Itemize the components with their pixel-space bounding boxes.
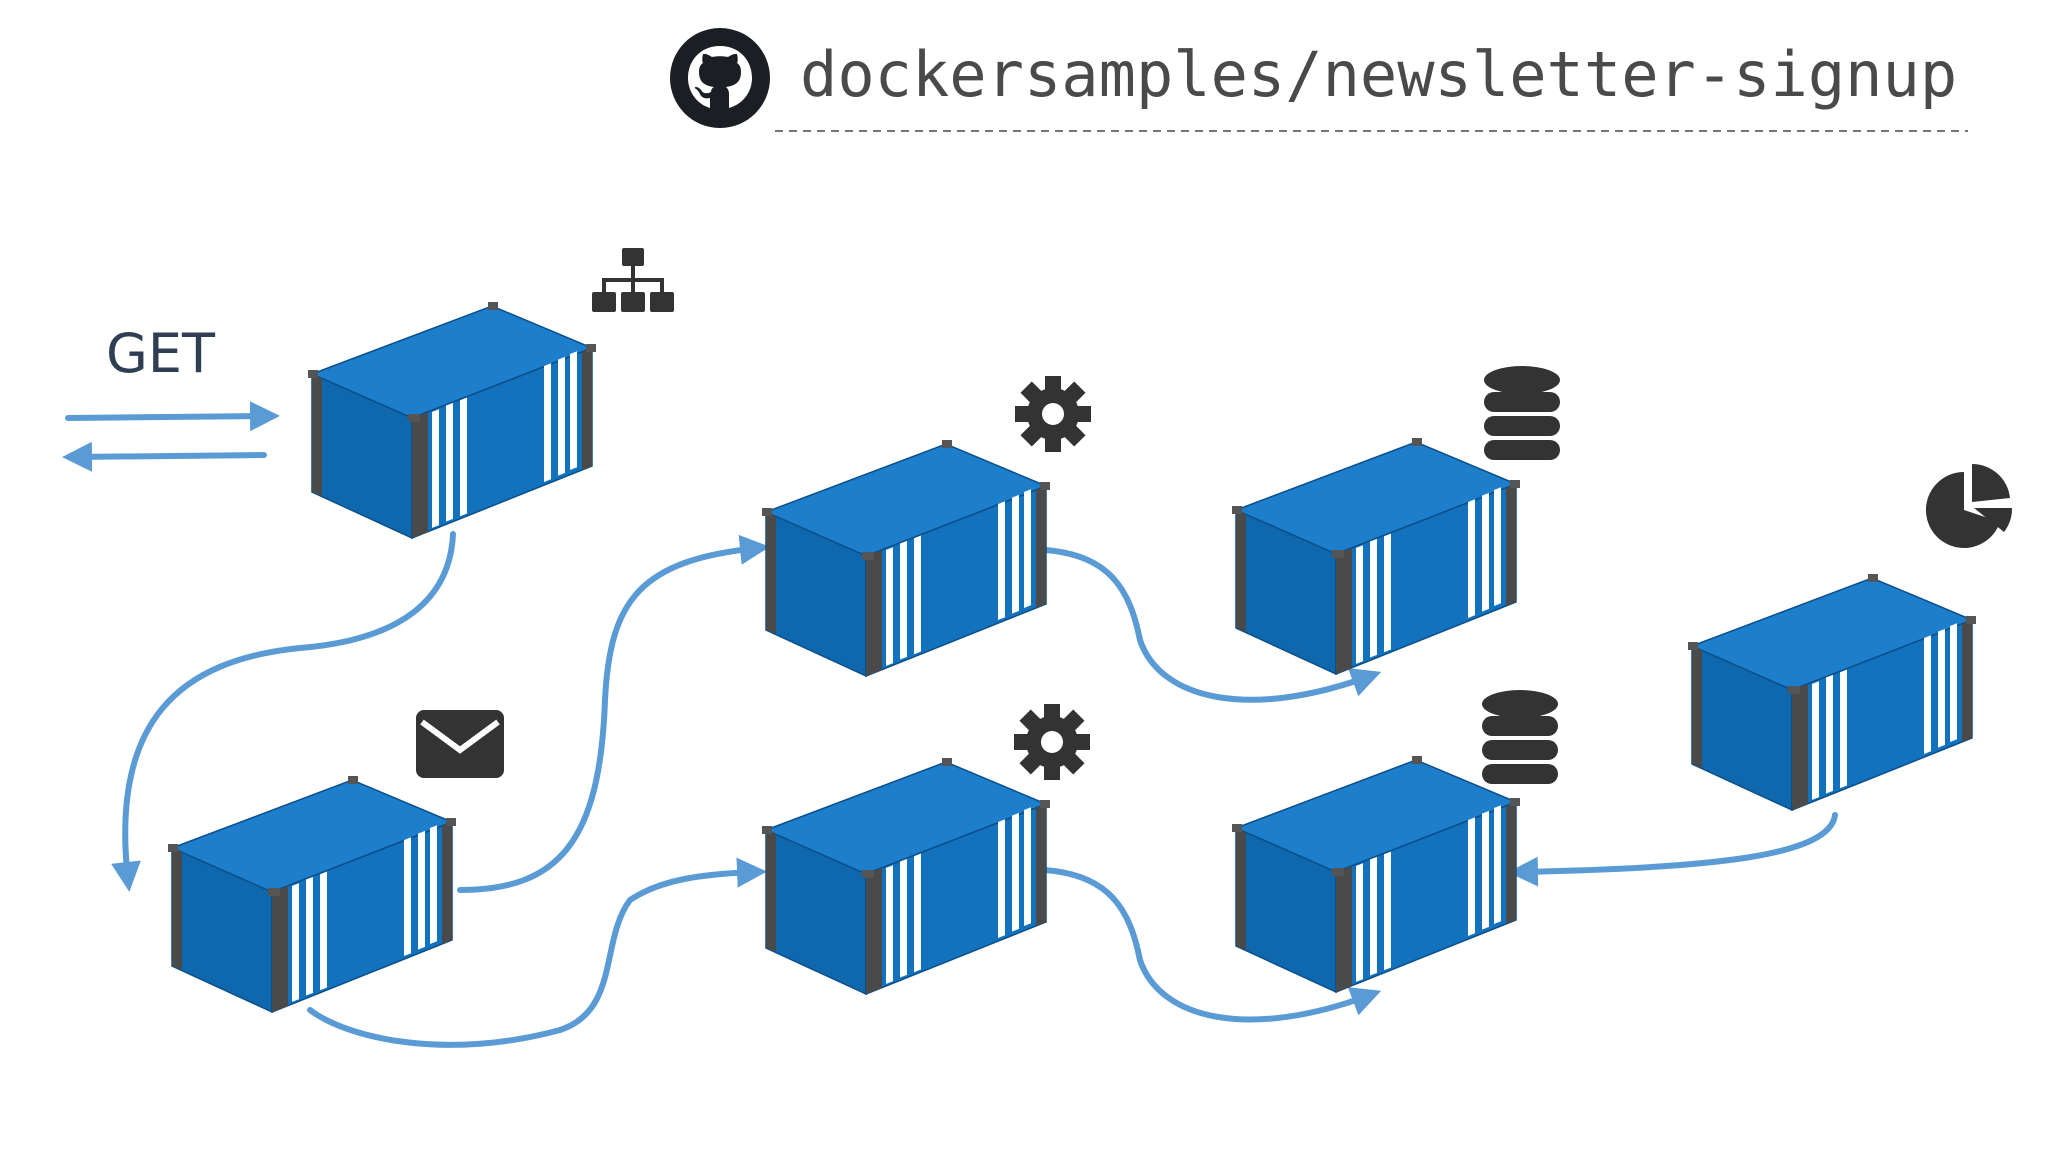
container-worker-2 <box>761 704 1090 995</box>
container-load-balancer <box>307 248 674 539</box>
github-icon <box>670 28 770 128</box>
gear-icon <box>1015 376 1091 452</box>
gear-icon <box>1014 704 1090 780</box>
database-icon <box>1484 366 1560 460</box>
request-group: GET <box>62 322 280 472</box>
database-icon <box>1482 690 1558 784</box>
flow-worker2-to-db2 <box>1042 867 1382 1023</box>
flow-lb-to-queue <box>111 531 456 892</box>
container-database-1 <box>1231 366 1560 675</box>
outgoing-arrow <box>62 441 267 472</box>
flow-worker1-to-db1 <box>1042 547 1382 703</box>
request-label: GET <box>106 322 216 385</box>
incoming-arrow <box>65 401 280 432</box>
container-analytics <box>1687 463 2013 811</box>
flow-arrows <box>111 531 1838 1048</box>
container-message-queue <box>167 710 504 1013</box>
flow-queue-to-worker1 <box>457 534 770 893</box>
flow-analytics-to-db2 <box>1508 812 1838 887</box>
repo-name: dockersamples/newsletter-signup <box>800 38 1957 111</box>
container-database-2 <box>1231 690 1558 993</box>
sitemap-icon <box>592 248 674 312</box>
container-worker-1 <box>761 376 1091 677</box>
repo-header[interactable]: dockersamples/newsletter-signup <box>670 28 1968 132</box>
envelope-icon <box>416 710 504 778</box>
flow-queue-to-worker2 <box>307 857 767 1048</box>
pie-chart-icon <box>1925 463 2013 548</box>
